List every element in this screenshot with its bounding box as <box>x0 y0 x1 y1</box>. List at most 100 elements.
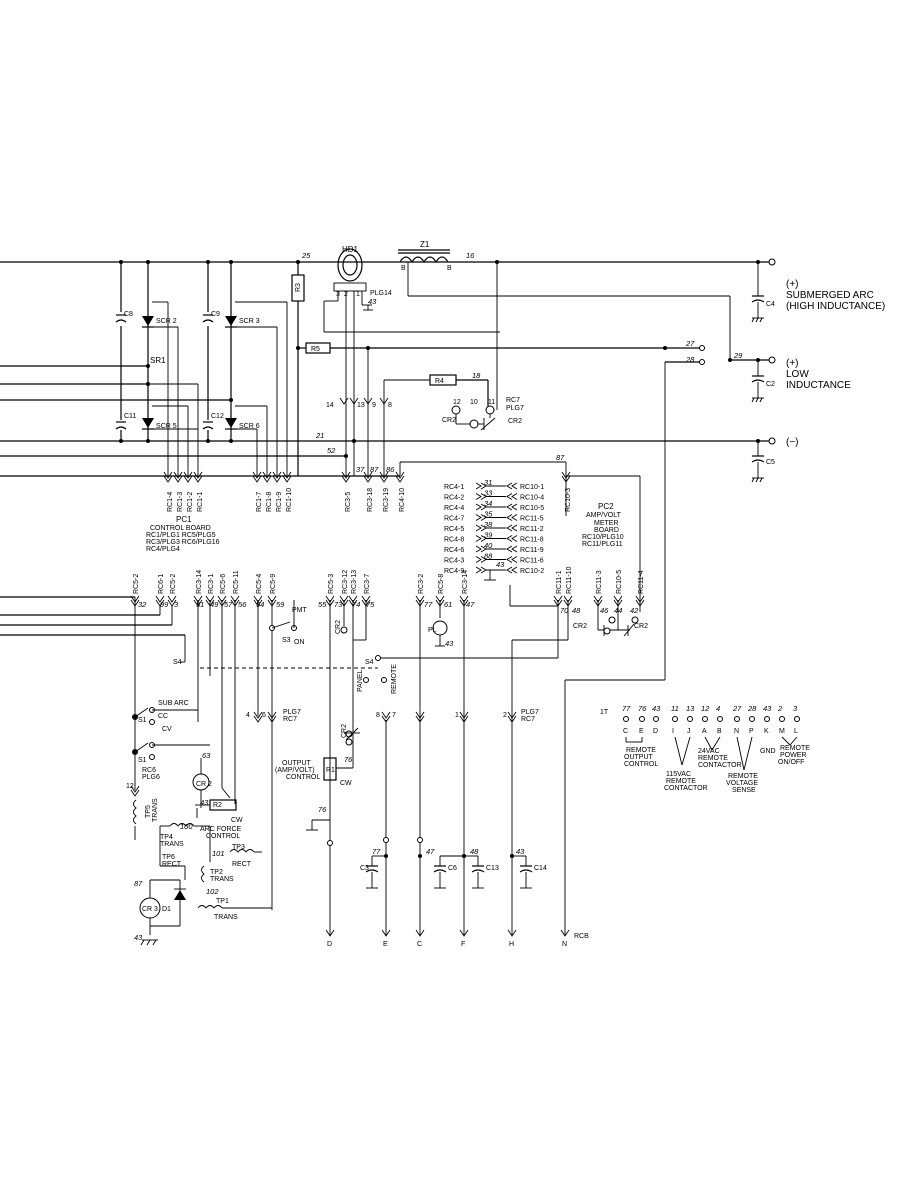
wire-number: 3 <box>174 600 179 609</box>
row-pin-label: RC11-1 <box>556 570 563 594</box>
remote-pin-letter: K <box>764 728 769 735</box>
row-pin-label: RC3-14 <box>196 570 203 594</box>
svg-text:(AMP/VOLT): (AMP/VOLT) <box>275 767 315 774</box>
svg-text:INDUCTANCE: INDUCTANCE <box>786 380 851 391</box>
plug-chevron <box>506 514 518 521</box>
svg-text:10: 10 <box>470 399 478 406</box>
svg-text:6: 6 <box>262 712 266 719</box>
remote-wire-number: 28 <box>747 704 757 713</box>
wire-number: 44 <box>614 606 622 615</box>
svg-text:(HIGH INDUCTANCE): (HIGH INDUCTANCE) <box>786 301 885 312</box>
remote-group-label: ON/OFF <box>778 759 804 766</box>
scr-bridge-left <box>0 260 199 476</box>
svg-text:TRANS: TRANS <box>160 841 184 848</box>
plug-pin-label: RC1-10 <box>286 488 293 512</box>
wire-number: 73 <box>334 600 343 609</box>
svg-text:CONTROL BOARD: CONTROL BOARD <box>150 525 211 532</box>
rc10-pin-label: RC11-2 <box>520 526 544 533</box>
plug-chevron <box>506 503 518 511</box>
wire-number: 40 <box>484 541 493 550</box>
remote-group-label: CONTACTOR <box>664 785 708 792</box>
svg-text:C5: C5 <box>766 459 775 466</box>
row-pin-label: RC5-4 <box>256 574 263 594</box>
svg-text:B: B <box>401 265 406 272</box>
c12-label: C12 <box>211 413 224 420</box>
svg-text:C4: C4 <box>766 301 775 308</box>
rc4-pin-label: RC4-6 <box>444 547 464 554</box>
svg-text:8: 8 <box>376 712 380 719</box>
row-pin-label: RC3-14 <box>462 570 469 594</box>
bus-letter: D <box>327 941 332 948</box>
remote-group-label: REMOTE <box>780 745 810 752</box>
r4-label: R4 <box>435 378 444 385</box>
svg-text:CW: CW <box>340 780 352 787</box>
plug-chevron <box>506 545 518 553</box>
wire-number: 48 <box>470 847 479 856</box>
wire-number: 47 <box>426 847 435 856</box>
svg-text:RC7: RC7 <box>506 397 520 404</box>
rc4-pin-label: RC4-8 <box>444 537 464 544</box>
svg-text:S3: S3 <box>282 637 291 644</box>
svg-text:B: B <box>447 265 452 272</box>
wire-number: 77 <box>424 600 433 609</box>
svg-text:AMP/VOLT: AMP/VOLT <box>586 512 622 519</box>
wire-number: 100 <box>180 822 193 831</box>
z1-label: Z1 <box>420 240 430 249</box>
svg-text:21: 21 <box>315 431 324 440</box>
wire-number: 55 <box>318 600 327 609</box>
plug-pin-label: RC1-4 <box>167 492 174 512</box>
svg-text:ON: ON <box>294 639 305 646</box>
rc10-pin-label: RC10-5 <box>520 505 544 512</box>
scr5-label: SCR 5 <box>156 423 177 430</box>
row-pin-label: RC3-13 <box>351 570 358 594</box>
remote-pin-letter: E <box>639 728 644 735</box>
remote-pin-letter: L <box>794 728 798 735</box>
wire-number: 31 <box>484 478 492 487</box>
svg-text:PLG7: PLG7 <box>506 405 524 412</box>
svg-text:C3: C3 <box>360 865 369 872</box>
svg-text:RC11/PLG11: RC11/PLG11 <box>582 541 623 548</box>
svg-text:CR2: CR2 <box>634 623 648 630</box>
remote-pin-letter: A <box>702 728 707 735</box>
svg-text:CW: CW <box>231 817 243 824</box>
sr1-label: SR1 <box>150 356 166 365</box>
remote-pin-letter: N <box>734 728 739 735</box>
remote-pin-letter: C <box>623 728 628 735</box>
remote-wire-number: 76 <box>638 704 647 713</box>
row-pin-label: RC5-2 <box>170 574 177 594</box>
wire-number: 38 <box>484 520 493 529</box>
scr6-label: SCR 6 <box>239 423 260 430</box>
svg-text:CC: CC <box>158 713 168 720</box>
svg-text:SUBMERGED ARC: SUBMERGED ARC <box>786 290 874 301</box>
remote-terminal <box>779 716 785 722</box>
hd1-label: HD1 <box>342 245 359 254</box>
svg-text:CONTROL: CONTROL <box>206 833 240 840</box>
wire-number: 75 <box>366 600 375 609</box>
remote-pin-letter: M <box>779 728 785 735</box>
svg-text:S1: S1 <box>138 717 147 724</box>
labels: HD1 Z1 25 16 B B R3 R5 R4 PLG14 3 2 1 43… <box>124 240 885 940</box>
wire-number: 35 <box>484 510 493 519</box>
svg-text:CR2: CR2 <box>442 417 456 424</box>
plug-chevron <box>475 566 487 574</box>
remote-wire-number: 11 <box>671 704 679 713</box>
output-terminals <box>751 258 776 483</box>
wire-number: 46 <box>600 606 609 615</box>
r5-label: R5 <box>311 346 320 353</box>
svg-text:12: 12 <box>126 783 134 790</box>
plg14-label: PLG14 <box>370 290 392 297</box>
plug-pin-label: RC10-3 <box>565 488 572 512</box>
svg-text:7: 7 <box>392 712 396 719</box>
r3-label: R3 <box>295 283 302 292</box>
bus-letter: E <box>383 941 388 948</box>
remote-wire-number: 13 <box>686 704 695 713</box>
svg-text:TRANS: TRANS <box>152 798 159 822</box>
rc10-pin-label: RC11-5 <box>520 516 544 523</box>
svg-text:RC3/PLG3 RC6/PLG16: RC3/PLG3 RC6/PLG16 <box>146 539 220 546</box>
svg-text:CR2: CR2 <box>335 620 342 634</box>
wire-number: 70 <box>560 606 569 615</box>
svg-text:PLG7: PLG7 <box>521 709 539 716</box>
svg-text:ARC FORCE: ARC FORCE <box>200 826 242 833</box>
svg-text:PLG6: PLG6 <box>142 774 160 781</box>
